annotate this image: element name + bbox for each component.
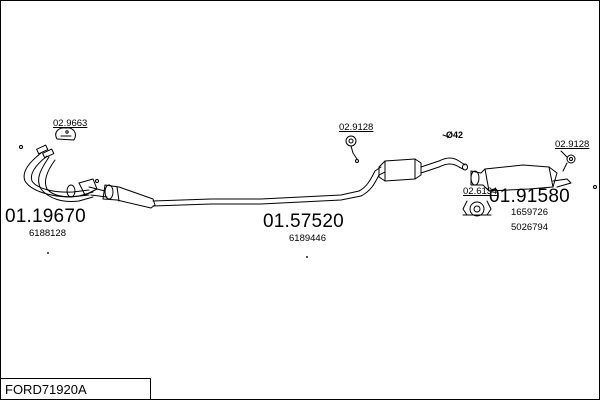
clamp: [462, 200, 492, 217]
middle-mount: [345, 135, 359, 163]
front-mount: [55, 127, 76, 141]
reference-box: FORD71920A: [1, 378, 151, 399]
rear-mount: [560, 150, 576, 172]
front-pipe-code: 01.19670: [5, 206, 86, 227]
dot-marker: [306, 256, 308, 258]
rear-mount-label: 02.9128: [555, 139, 590, 150]
front-mount-label: 02.9663: [53, 118, 88, 129]
reference-code: FORD71920A: [5, 382, 87, 397]
middle-pipe-oem: 6189446: [289, 233, 326, 244]
rear-silencer-code: 01.91580: [489, 186, 570, 207]
diameter-leader: [442, 134, 450, 138]
clamp-label: 02.6134: [463, 186, 498, 197]
middle-mount-label: 02.9128: [339, 122, 374, 133]
front-pipe: [19, 144, 108, 202]
front-pipe-oem: 6188128: [29, 228, 66, 239]
rear-silencer: [470, 164, 597, 192]
rear-silencer-oem-2: 5026794: [511, 222, 548, 233]
pipe-diameter: Ø42: [446, 130, 464, 140]
dot-marker: [47, 252, 49, 254]
middle-pipe-code: 01.57520: [263, 211, 344, 232]
rear-silencer-oem-1: 1659726: [511, 207, 548, 218]
intermediate-silencer: [378, 157, 468, 182]
middle-pipe: [102, 166, 386, 209]
